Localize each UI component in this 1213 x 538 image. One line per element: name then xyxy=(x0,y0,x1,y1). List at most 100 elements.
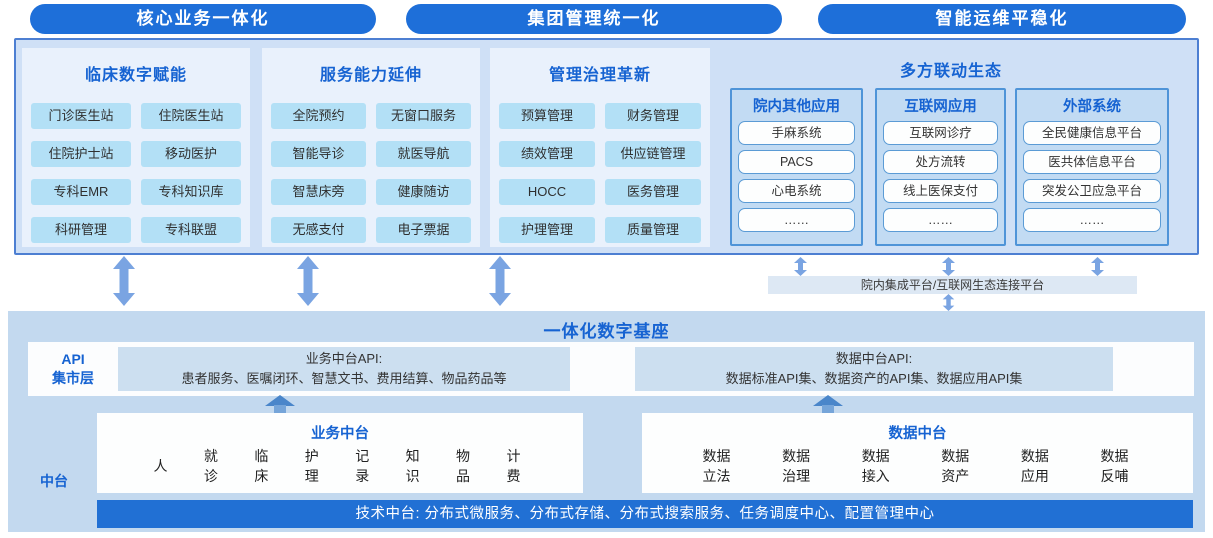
platform-item: 护理 xyxy=(304,448,319,484)
module-chip: 就医导航 xyxy=(376,141,471,167)
platform-item: 计费 xyxy=(506,448,521,484)
business-platform-title: 业务中台 xyxy=(311,426,369,442)
ecosystem-title: 多方联动生态 xyxy=(899,63,1002,80)
module-chip: 无感支付 xyxy=(271,217,366,243)
platform-item: 就诊 xyxy=(203,448,218,484)
platform-item: 物品 xyxy=(456,448,471,484)
business-api-box: 业务中台API: 患者服务、医嘱闭环、智慧文书、费用结算、物品药品等 xyxy=(118,347,570,391)
eco-group-inhospital-apps: 院内其他应用 手麻系统 PACS 心电系统 …… xyxy=(730,88,863,246)
eco-group-title: 院内其他应用 xyxy=(753,99,840,115)
column-title: 服务能力延伸 xyxy=(319,67,422,84)
module-chip: 住院护士站 xyxy=(31,141,131,167)
business-api-desc: 患者服务、医嘱闭环、智慧文书、费用结算、物品药品等 xyxy=(181,371,507,386)
eco-item: 心电系统 xyxy=(738,179,855,203)
platform-item: 记录 xyxy=(355,448,370,484)
data-api-box: 数据中台API: 数据标准API集、数据资产的API集、数据应用API集 xyxy=(635,347,1113,391)
eco-item: 互联网诊疗 xyxy=(883,121,998,145)
digital-base-title: 一体化数字基座 xyxy=(543,322,670,341)
module-chip: 电子票据 xyxy=(376,217,471,243)
tech-platform-bar: 技术中台: 分布式微服务、分布式存储、分布式搜索服务、任务调度中心、配置管理中心 xyxy=(97,500,1193,528)
platform-item: 数据治理 xyxy=(782,448,811,484)
module-chip: 移动医护 xyxy=(141,141,241,167)
column-title: 临床数字赋能 xyxy=(84,67,187,84)
up-arrow-icon xyxy=(265,395,295,413)
api-layer-label: API 集市层 xyxy=(28,342,118,396)
eco-item: …… xyxy=(883,208,998,232)
middle-platform-label: 中台 xyxy=(40,473,68,489)
small-double-arrow-icon xyxy=(942,294,955,311)
data-platform-items: 数据立法 数据治理 数据接入 数据资产 数据应用 数据反哺 xyxy=(642,447,1193,486)
module-chip: 预算管理 xyxy=(499,103,595,129)
module-chip: 专科EMR xyxy=(31,179,131,205)
eco-item: 全民健康信息平台 xyxy=(1023,121,1161,145)
module-chip: 专科知识库 xyxy=(141,179,241,205)
data-platform-title: 数据中台 xyxy=(888,426,947,442)
column-management-reform: 管理治理革新 预算管理 财务管理 绩效管理 供应链管理 HOCC 医务管理 护理… xyxy=(490,48,710,247)
eco-item: 处方流转 xyxy=(883,150,998,174)
digital-base-section: 一体化数字基座 API 集市层 业务中台API: 患者服务、医嘱闭环、智慧文书、… xyxy=(8,311,1205,532)
column-items: 全院预约 无窗口服务 智能导诊 就医导航 智慧床旁 健康随访 无感支付 电子票据 xyxy=(262,103,480,243)
platform-item: 知识 xyxy=(405,448,420,484)
platform-item: 人 xyxy=(153,457,168,474)
module-chip: 专科联盟 xyxy=(141,217,241,243)
platform-item: 数据资产 xyxy=(941,448,970,484)
ecosystem-section: 多方联动生态 院内其他应用 手麻系统 PACS 心电系统 …… 互联网应用 互联… xyxy=(718,48,1184,248)
eco-group-title: 外部系统 xyxy=(1063,99,1121,115)
double-arrow-icon xyxy=(489,256,511,306)
eco-item: 线上医保支付 xyxy=(883,179,998,203)
double-arrow-icon xyxy=(113,256,135,306)
small-double-arrow-icon xyxy=(942,257,955,276)
module-chip: 门诊医生站 xyxy=(31,103,131,129)
data-api-desc: 数据标准API集、数据资产的API集、数据应用API集 xyxy=(725,371,1023,386)
column-items: 预算管理 财务管理 绩效管理 供应链管理 HOCC 医务管理 护理管理 质量管理 xyxy=(490,103,710,243)
module-chip: 无窗口服务 xyxy=(376,103,471,129)
module-chip: 医务管理 xyxy=(605,179,701,205)
column-title: 管理治理革新 xyxy=(548,67,651,84)
data-api-title: 数据中台API: xyxy=(835,350,913,366)
business-api-title: 业务中台API: xyxy=(305,350,383,366)
module-chip: 全院预约 xyxy=(271,103,366,129)
banner-core-business: 核心业务一体化 xyxy=(30,4,376,34)
column-clinical-digital: 临床数字赋能 门诊医生站 住院医生站 住院护士站 移动医护 专科EMR 专科知识… xyxy=(22,48,250,247)
double-arrow-icon xyxy=(297,256,319,306)
module-chip: 科研管理 xyxy=(31,217,131,243)
integration-platform-bar: 院内集成平台/互联网生态连接平台 xyxy=(768,276,1137,294)
module-chip: 绩效管理 xyxy=(499,141,595,167)
module-chip: 质量管理 xyxy=(605,217,701,243)
api-market-layer: API 集市层 业务中台API: 患者服务、医嘱闭环、智慧文书、费用结算、物品药… xyxy=(28,342,1194,396)
column-items: 门诊医生站 住院医生站 住院护士站 移动医护 专科EMR 专科知识库 科研管理 … xyxy=(22,103,250,243)
module-chip: 护理管理 xyxy=(499,217,595,243)
eco-item: 医共体信息平台 xyxy=(1023,150,1161,174)
module-chip: 财务管理 xyxy=(605,103,701,129)
module-chip: 供应链管理 xyxy=(605,141,701,167)
eco-group-internet-apps: 互联网应用 互联网诊疗 处方流转 线上医保支付 …… xyxy=(875,88,1006,246)
api-label-line1: API xyxy=(61,351,85,368)
eco-group-title: 互联网应用 xyxy=(904,99,977,115)
eco-item: …… xyxy=(738,208,855,232)
business-platform-box: 业务中台 人 就诊 临床 护理 记录 知识 物品 计费 xyxy=(97,413,583,493)
business-platform-items: 人 就诊 临床 护理 记录 知识 物品 计费 xyxy=(97,447,583,486)
module-chip: 智慧床旁 xyxy=(271,179,366,205)
data-platform-box: 数据中台 数据立法 数据治理 数据接入 数据资产 数据应用 数据反哺 xyxy=(642,413,1193,493)
module-chip: 健康随访 xyxy=(376,179,471,205)
module-chip: 智能导诊 xyxy=(271,141,366,167)
banner-intelligent-ops: 智能运维平稳化 xyxy=(818,4,1186,34)
small-double-arrow-icon xyxy=(794,257,807,276)
module-chip: 住院医生站 xyxy=(141,103,241,129)
platform-item: 数据应用 xyxy=(1020,448,1049,484)
eco-group-external-systems: 外部系统 全民健康信息平台 医共体信息平台 突发公卫应急平台 …… xyxy=(1015,88,1169,246)
api-label-line2: 集市层 xyxy=(52,370,94,386)
eco-item: PACS xyxy=(738,150,855,174)
module-chip: HOCC xyxy=(499,179,595,205)
up-arrow-icon xyxy=(813,395,843,413)
application-layer-box: 临床数字赋能 门诊医生站 住院医生站 住院护士站 移动医护 专科EMR 专科知识… xyxy=(14,38,1199,255)
banner-group-management: 集团管理统一化 xyxy=(406,4,782,34)
platform-item: 数据立法 xyxy=(702,448,731,484)
column-service-extension: 服务能力延伸 全院预约 无窗口服务 智能导诊 就医导航 智慧床旁 健康随访 无感… xyxy=(262,48,480,247)
platform-item: 临床 xyxy=(254,448,269,484)
small-double-arrow-icon xyxy=(1091,257,1104,276)
eco-item: …… xyxy=(1023,208,1161,232)
eco-item: 手麻系统 xyxy=(738,121,855,145)
platform-item: 数据反哺 xyxy=(1100,448,1129,484)
